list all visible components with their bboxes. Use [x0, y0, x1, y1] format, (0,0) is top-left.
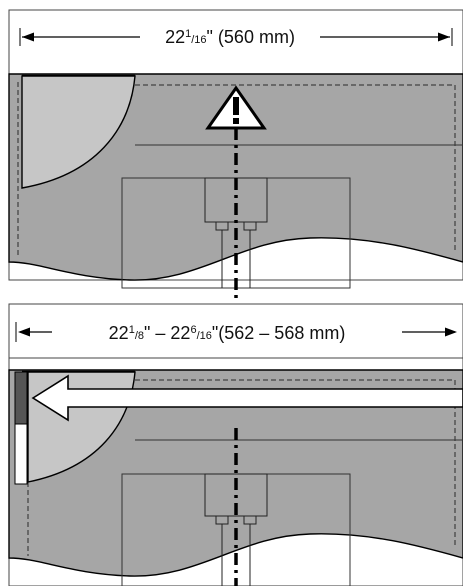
side-strip-dark [14, 371, 28, 425]
warning-triangle-icon [205, 85, 267, 130]
door-swing-top [21, 75, 136, 189]
dimension-label-bottom: 221/8" – 226/16"(562 – 568 mm) [109, 323, 346, 343]
left-arrow-icon [31, 374, 463, 422]
panel-top: 221/16" (560 mm) [8, 9, 463, 298]
dimension-line-bottom [15, 322, 457, 342]
dimension-label-top: 221/16" (560 mm) [165, 27, 295, 47]
dimension-line-top [19, 28, 453, 46]
panel-bottom: 221/8" – 226/16"(562 – 568 mm) [8, 303, 463, 586]
side-strip-light [14, 423, 28, 485]
cabinet-dashed-outline-top [17, 82, 456, 258]
